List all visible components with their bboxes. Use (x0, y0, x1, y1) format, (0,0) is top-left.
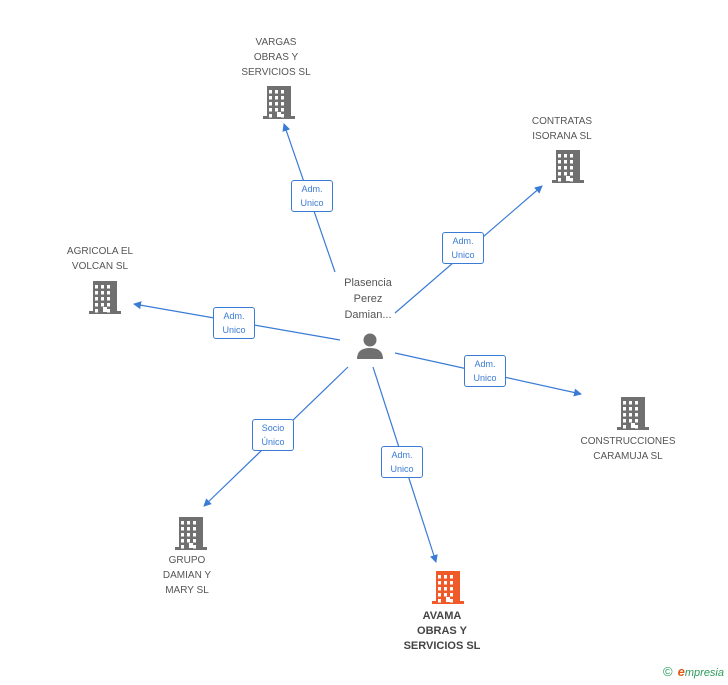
relation-role: Adm. (223, 311, 245, 321)
relation-role: Adm. (301, 184, 323, 194)
relation-label-vargas[interactable]: Adm. Unico (291, 180, 333, 212)
relation-type: Unico (300, 198, 324, 208)
company-name-agricola[interactable]: AGRICOLA EL VOLCAN SL (66, 246, 134, 272)
building-icon[interactable] (263, 86, 295, 125)
relation-type: Unico (390, 464, 414, 474)
relation-label-contratas[interactable]: Adm. Unico (442, 232, 484, 264)
company-name-avama[interactable]: AVAMA OBRAS Y SERVICIOS SL (403, 610, 481, 652)
relation-role: Adm. (452, 236, 474, 246)
company-name-grupo[interactable]: GRUPO DAMIAN Y MARY SL (162, 555, 212, 596)
building-icon[interactable] (175, 517, 207, 556)
company-name-contratas[interactable]: CONTRATAS ISORANA SL (531, 116, 593, 142)
relation-type: Unico (451, 250, 475, 260)
company-name-vargas[interactable]: VARGAS OBRAS Y SERVICIOS SL (241, 37, 311, 78)
relation-role: Adm. (391, 450, 413, 460)
company-name-construcciones[interactable]: CONSTRUCCIONES CARAMUJA SL (580, 436, 676, 462)
relation-label-avama[interactable]: Adm. Unico (381, 446, 423, 478)
relation-type: Único (261, 437, 285, 447)
relation-role: Socio (261, 423, 285, 433)
copyright-icon: © (662, 664, 673, 679)
relation-label-construcciones[interactable]: Adm. Unico (464, 355, 506, 387)
relation-type: Unico (222, 325, 246, 335)
building-icon[interactable] (89, 281, 121, 320)
brand-logo-initial: e (677, 664, 685, 679)
building-icon[interactable] (432, 571, 464, 610)
relation-type: Unico (473, 373, 497, 383)
building-icon[interactable] (552, 150, 584, 189)
person-icon[interactable] (356, 332, 384, 365)
relation-label-agricola[interactable]: Adm. Unico (213, 307, 255, 339)
brand-footer: © empresia (663, 664, 724, 679)
building-icon[interactable] (617, 397, 649, 436)
brand-logo-text: mpresia (684, 667, 724, 679)
person-name[interactable]: Plasencia Perez Damian... (344, 277, 392, 321)
relation-role: Adm. (474, 359, 496, 369)
